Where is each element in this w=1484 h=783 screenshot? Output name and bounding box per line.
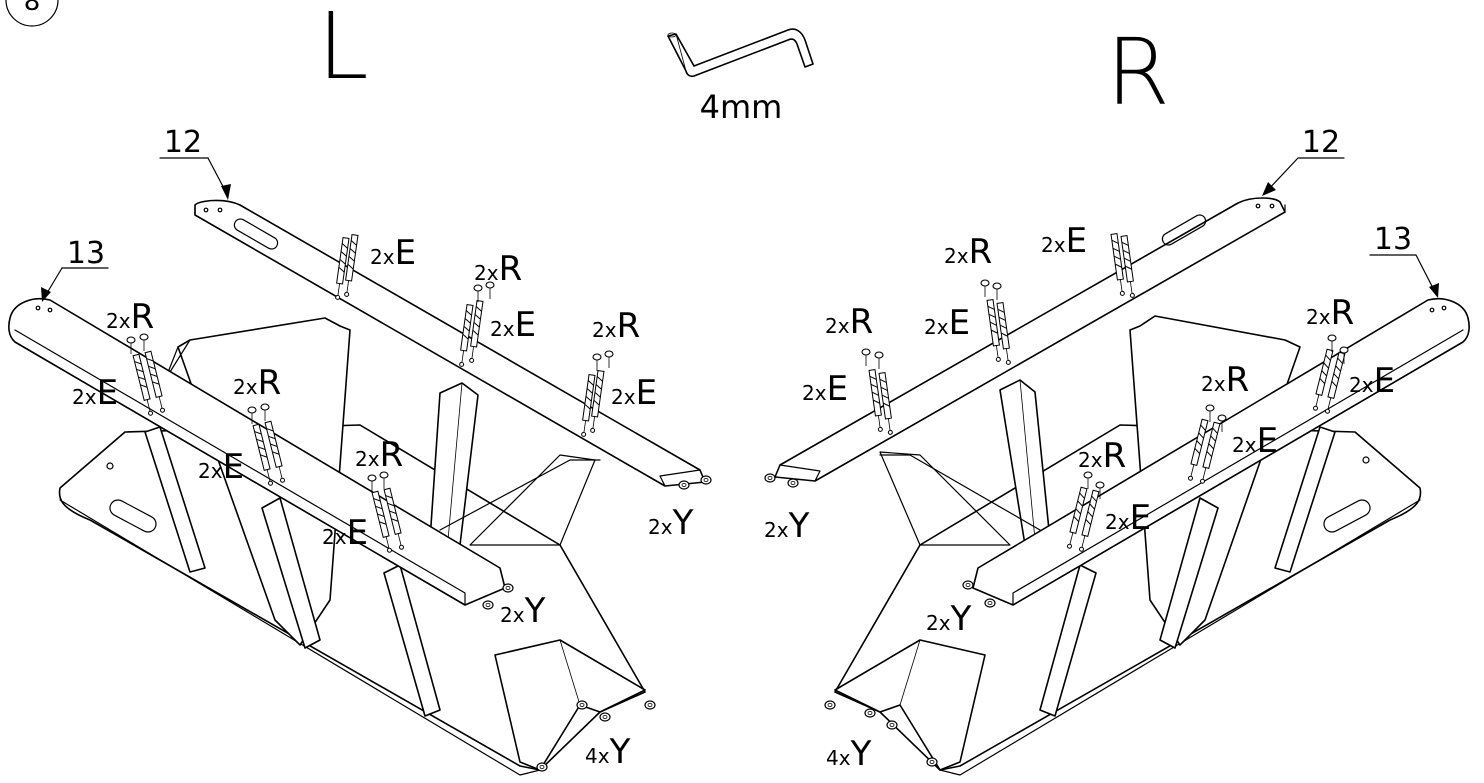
- svg-text:2xE: 2xE: [1232, 421, 1278, 461]
- svg-text:2xE: 2xE: [802, 369, 848, 409]
- svg-text:2xE: 2xE: [198, 447, 244, 487]
- svg-text:2xE: 2xE: [322, 513, 368, 553]
- left-side-label: L: [317, 0, 368, 100]
- svg-text:2xR: 2xR: [1306, 293, 1354, 333]
- right-assembly: [764, 197, 1470, 776]
- part-callout-12-right: 12: [1262, 125, 1345, 196]
- svg-text:4xY: 4xY: [826, 734, 872, 774]
- right-side-label: R: [1106, 19, 1170, 126]
- part-number: 12: [164, 125, 202, 160]
- part-callout-12-left: 12: [159, 125, 231, 200]
- qty-label-r: 2xR: [1201, 360, 1249, 400]
- svg-text:4xY: 4xY: [585, 732, 631, 772]
- svg-text:2xR: 2xR: [944, 232, 992, 272]
- svg-text:2xE: 2xE: [924, 303, 970, 343]
- qty-label-r: 2xR: [1078, 436, 1126, 476]
- qty-label-y: 4xY: [826, 734, 872, 774]
- step-number: 8: [24, 0, 41, 17]
- part-number: 13: [1374, 222, 1412, 257]
- svg-text:2xR: 2xR: [1078, 436, 1126, 476]
- qty-label-y: 2xY: [926, 599, 972, 639]
- svg-text:2xY: 2xY: [764, 506, 810, 546]
- qty-label-e: 2xE: [611, 373, 657, 413]
- svg-text:2xE: 2xE: [1041, 221, 1087, 261]
- qty-label-e: 2xE: [802, 369, 848, 409]
- svg-text:2xE: 2xE: [611, 373, 657, 413]
- qty-label-r: 2xR: [1306, 293, 1354, 333]
- tool-size-label: 4mm: [700, 88, 783, 126]
- svg-text:2xR: 2xR: [474, 249, 522, 289]
- qty-label-e: 2xE: [370, 233, 416, 273]
- part-callout-13-right: 13: [1369, 222, 1439, 298]
- qty-label-e: 2xE: [322, 513, 368, 553]
- qty-label-y: 4xY: [585, 732, 631, 772]
- qty-label-y: 2xY: [500, 591, 546, 631]
- svg-text:2xY: 2xY: [926, 599, 972, 639]
- svg-text:2xE: 2xE: [72, 373, 118, 413]
- hex-key-icon: [667, 28, 814, 78]
- svg-text:2xR: 2xR: [233, 363, 281, 403]
- svg-text:2xR: 2xR: [825, 302, 873, 342]
- qty-label-y: 2xY: [648, 503, 694, 543]
- svg-text:2xE: 2xE: [1349, 361, 1395, 401]
- qty-label-e: 2xE: [924, 303, 970, 343]
- svg-text:2xR: 2xR: [106, 297, 154, 337]
- qty-label-e: 2xE: [1232, 421, 1278, 461]
- part-number: 13: [67, 236, 105, 271]
- qty-label-r: 2xR: [355, 435, 403, 475]
- qty-label-e: 2xE: [1349, 361, 1395, 401]
- svg-text:2xY: 2xY: [648, 503, 694, 543]
- qty-label-r: 2xR: [474, 249, 522, 289]
- qty-label-r: 2xR: [944, 232, 992, 272]
- svg-text:2xE: 2xE: [370, 233, 416, 273]
- svg-text:2xE: 2xE: [490, 305, 536, 345]
- svg-text:2xE: 2xE: [1105, 498, 1151, 538]
- qty-label-e: 2xE: [490, 305, 536, 345]
- part-number: 12: [1302, 125, 1340, 160]
- svg-text:2xR: 2xR: [1201, 360, 1249, 400]
- part-callout-13-left: 13: [41, 236, 109, 302]
- qty-label-r: 2xR: [592, 306, 640, 346]
- qty-label-e: 2xE: [1105, 498, 1151, 538]
- step-number-badge: 8: [5, 0, 59, 27]
- svg-text:2xR: 2xR: [355, 435, 403, 475]
- qty-label-e: 2xE: [1041, 221, 1087, 261]
- svg-text:2xR: 2xR: [592, 306, 640, 346]
- qty-label-e: 2xE: [72, 373, 118, 413]
- qty-label-r: 2xR: [233, 363, 281, 403]
- svg-text:2xY: 2xY: [500, 591, 546, 631]
- qty-label-r: 2xR: [106, 297, 154, 337]
- left-assembly: [8, 199, 712, 776]
- qty-label-y: 2xY: [764, 506, 810, 546]
- qty-label-e: 2xE: [198, 447, 244, 487]
- qty-label-r: 2xR: [825, 302, 873, 342]
